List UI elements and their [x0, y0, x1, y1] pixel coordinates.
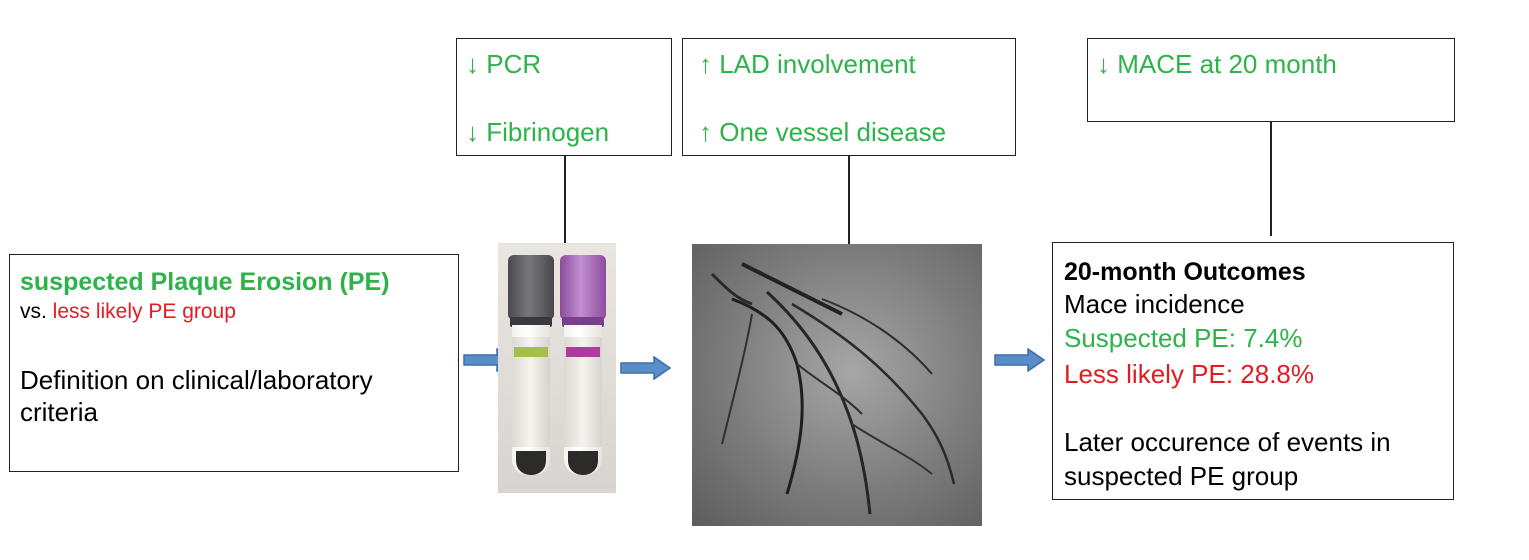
- mace-incidence-label: Mace incidence: [1064, 289, 1245, 319]
- outcomes-box: 20-month Outcomes Mace incidence Suspect…: [1052, 242, 1454, 500]
- biomarker-connector: [564, 156, 566, 246]
- coronary-vessels-icon: [710, 262, 956, 515]
- blood-tubes-image: [498, 243, 616, 493]
- one-vessel-disease-text: ↑ One vessel disease: [699, 117, 947, 147]
- lad-involvement-text: ↑ LAD involvement: [699, 49, 916, 79]
- outcomes-title: 20-month Outcomes: [1064, 258, 1306, 286]
- definition-box: suspected Plaque Erosion (PE) vs. less l…: [9, 254, 459, 472]
- pcr-text: ↓ PCR: [466, 49, 542, 79]
- comparison-prefix: vs.: [20, 300, 53, 323]
- arrow-right-icon: [620, 356, 672, 380]
- definition-line-1: Definition on clinical/laboratory: [20, 365, 373, 395]
- definition-title: suspected Plaque Erosion (PE): [20, 268, 390, 296]
- purple-cap-tube: [560, 255, 606, 487]
- definition-line-2: criteria: [20, 397, 99, 427]
- angiography-connector: [848, 156, 850, 244]
- angiogram-image: [692, 244, 982, 526]
- mace-connector: [1270, 122, 1272, 236]
- arrow-right-icon: [994, 348, 1046, 372]
- later-events-line-2: suspected PE group: [1064, 461, 1299, 491]
- comparison-group: less likely PE group: [52, 300, 236, 323]
- mace-text: ↓ MACE at 20 month: [1097, 49, 1337, 79]
- suspected-pe-rate: Suspected PE: 7.4%: [1064, 323, 1303, 353]
- fibrinogen-text: ↓ Fibrinogen: [466, 117, 610, 147]
- angiography-box: ↑ LAD involvement ↑ One vessel disease: [682, 38, 1016, 156]
- grey-cap-tube: [508, 255, 554, 487]
- less-likely-pe-rate: Less likely PE: 28.8%: [1064, 359, 1315, 389]
- comparison-line: vs. less likely PE group: [20, 299, 236, 325]
- mace-box: ↓ MACE at 20 month: [1087, 38, 1455, 122]
- later-events-line-1: Later occurence of events in: [1064, 427, 1391, 457]
- biomarker-box: ↓ PCR ↓ Fibrinogen: [456, 38, 672, 156]
